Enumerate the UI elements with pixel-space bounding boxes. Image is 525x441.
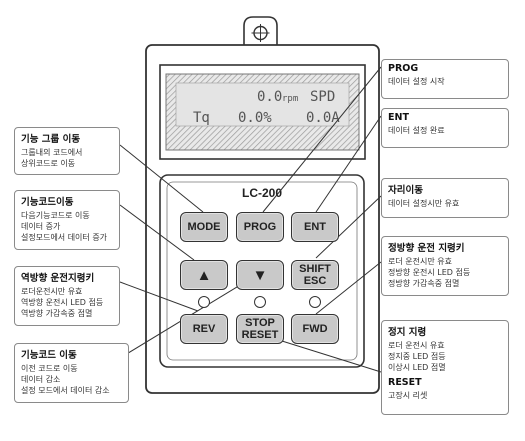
callout-title: 기능코드 이동 bbox=[21, 350, 77, 361]
arrow-down-icon: ▼ bbox=[252, 266, 268, 284]
shift-esc-button[interactable]: SHIFT ESC bbox=[291, 260, 339, 290]
mode-label: MODE bbox=[187, 221, 221, 233]
callout-line: 정방향 가감속중 점멸 bbox=[388, 279, 460, 288]
rev-label: REV bbox=[192, 323, 216, 335]
prog-button[interactable]: PROG bbox=[236, 212, 284, 242]
model-label: LC-200 bbox=[242, 186, 282, 200]
fwd-led bbox=[309, 296, 321, 308]
lcd-current: 0.0A bbox=[306, 110, 340, 126]
callout-line: 역방향 운전시 LED 점등 bbox=[21, 298, 104, 307]
callout-title-reset: RESET bbox=[388, 377, 422, 388]
callout-line: 데이터 감소 bbox=[21, 375, 61, 384]
reset-label: RESET bbox=[241, 329, 279, 341]
lcd-speed: 0.0 bbox=[257, 89, 282, 105]
fwd-button[interactable]: FWD bbox=[291, 314, 339, 344]
callout-prog: PROG 데이터 설정 시작 bbox=[381, 59, 509, 99]
callout-line: 정지중 LED 점등 bbox=[388, 352, 446, 361]
callout-title: 자리이동 bbox=[388, 185, 423, 196]
callout-line: 설정모드에서 데이터 증가 bbox=[21, 233, 108, 242]
up-button[interactable]: ▲ bbox=[180, 260, 228, 290]
callout-line: 로더 운전시만 유효 bbox=[388, 257, 452, 266]
callout-title: 역방향 운전지령키 bbox=[21, 273, 95, 284]
callout-stop-reset: 정지 지령 로더 운전시 유효 정지중 LED 점등 이상시 LED 점멸 RE… bbox=[381, 320, 509, 415]
fwd-label: FWD bbox=[302, 323, 328, 335]
callout-mode: 기능 그룹 이동 그룹내의 코드에서 상위코드로 이동 bbox=[14, 127, 120, 175]
callout-line: 이전 코드로 이동 bbox=[21, 364, 78, 373]
lcd-display: 0.0 rpm SPD Tq 0.0% 0.0A bbox=[159, 64, 366, 160]
callout-title: ENT bbox=[388, 112, 409, 123]
lcd-tq-label: Tq bbox=[193, 110, 210, 126]
callout-line: 데이터 설정 시작 bbox=[388, 77, 445, 86]
callout-rev: 역방향 운전지령키 로더운전시만 유효 역방향 운전시 LED 점등 역방향 가… bbox=[14, 266, 120, 326]
rev-led bbox=[198, 296, 210, 308]
callout-title: PROG bbox=[388, 63, 419, 74]
callout-up: 기능코드이동 다음기능코드로 이동 데이터 증가 설정모드에서 데이터 증가 bbox=[14, 190, 120, 250]
callout-title: 정지 지령 bbox=[388, 327, 427, 338]
callout-line: 다음기능코드로 이동 bbox=[21, 211, 90, 220]
mode-button[interactable]: MODE bbox=[180, 212, 228, 242]
callout-line: 설정 모드에서 데이터 감소 bbox=[21, 386, 110, 395]
callout-line: 로더운전시만 유효 bbox=[21, 287, 83, 296]
callout-fwd: 정방향 운전 지령키 로더 운전시만 유효 정방향 운전시 LED 점등 정방향… bbox=[381, 236, 509, 296]
arrow-up-icon: ▲ bbox=[196, 266, 212, 284]
callout-line: 이상시 LED 점멸 bbox=[388, 363, 446, 372]
callout-line: 정방향 운전시 LED 점등 bbox=[388, 268, 471, 277]
mounting-tab bbox=[243, 16, 278, 47]
lcd-unit: rpm bbox=[282, 94, 298, 104]
callout-line: 상위코드로 이동 bbox=[21, 159, 76, 168]
ent-button[interactable]: ENT bbox=[291, 212, 339, 242]
callout-title: 정방향 운전 지령키 bbox=[388, 243, 465, 254]
stop-led bbox=[254, 296, 266, 308]
down-button[interactable]: ▼ bbox=[236, 260, 284, 290]
callout-title: 기능 그룹 이동 bbox=[21, 134, 81, 145]
shift-label: SHIFT bbox=[299, 263, 331, 275]
callout-line: 고장시 리셋 bbox=[388, 391, 428, 400]
callout-ent: ENT 데이터 설정 완료 bbox=[381, 108, 509, 148]
lcd-percent: 0.0% bbox=[238, 110, 272, 126]
prog-label: PROG bbox=[243, 221, 277, 233]
ent-label: ENT bbox=[304, 221, 326, 233]
callout-line: 데이터 설정 완료 bbox=[388, 126, 445, 135]
esc-label: ESC bbox=[303, 275, 327, 287]
stop-reset-button[interactable]: STOP RESET bbox=[236, 314, 284, 344]
callout-line: 데이터 설정시만 유효 bbox=[388, 199, 460, 208]
callout-line: 데이터 증가 bbox=[21, 222, 61, 231]
callout-shift: 자리이동 데이터 설정시만 유효 bbox=[381, 178, 509, 218]
rev-button[interactable]: REV bbox=[180, 314, 228, 344]
callout-down: 기능코드 이동 이전 코드로 이동 데이터 감소 설정 모드에서 데이터 감소 bbox=[14, 343, 129, 403]
lcd-mode: SPD bbox=[310, 89, 335, 105]
callout-line: 역방향 가감속중 점멸 bbox=[21, 309, 93, 318]
callout-title: 기능코드이동 bbox=[21, 197, 74, 208]
callout-line: 그룹내의 코드에서 bbox=[21, 148, 83, 157]
stop-label: STOP bbox=[245, 317, 275, 329]
callout-line: 로더 운전시 유효 bbox=[388, 341, 445, 350]
